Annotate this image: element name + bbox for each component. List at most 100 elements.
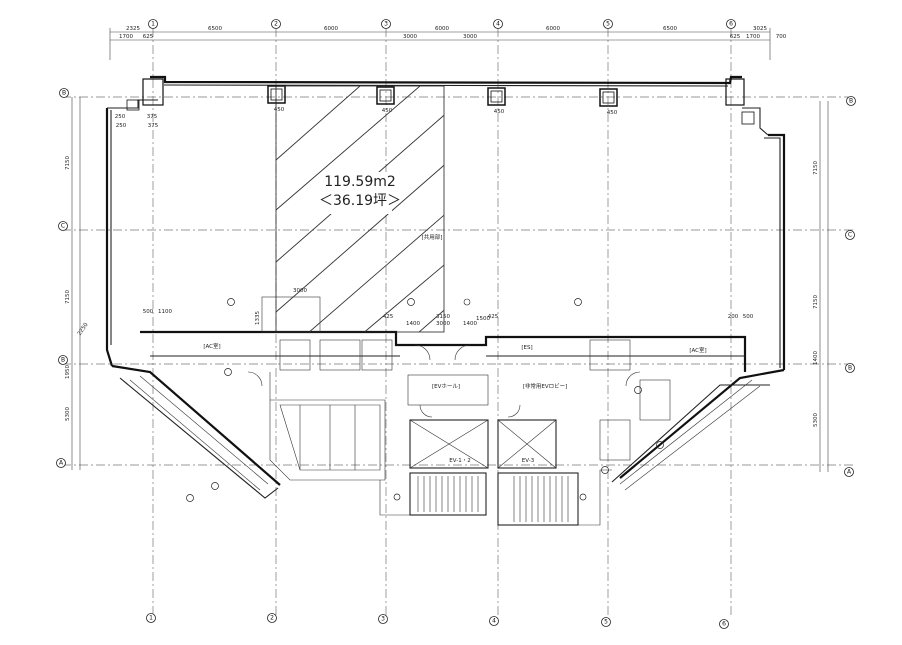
grid-bubble-5-bottom: 5 bbox=[601, 617, 611, 627]
room-label-ac-left: [AC室] bbox=[203, 342, 220, 350]
svg-text:1400: 1400 bbox=[463, 321, 477, 327]
grid-bubble-2-top: 2 bbox=[271, 19, 281, 29]
room-label-ev-lobby: [非常用EVロビー] bbox=[523, 382, 568, 390]
grid-bubble-6-bottom: 6 bbox=[719, 619, 729, 629]
svg-text:4: 4 bbox=[496, 21, 500, 28]
svg-text:375: 375 bbox=[147, 114, 158, 120]
grid-bubble-2-bottom: 2 bbox=[267, 613, 277, 623]
svg-text:5: 5 bbox=[606, 21, 610, 28]
svg-text:7150: 7150 bbox=[813, 295, 819, 309]
svg-text:200: 200 bbox=[728, 314, 739, 320]
right-dimension-texts: 7150 7150 1400 5300 bbox=[813, 161, 819, 427]
grid-bubble-c-left: C bbox=[58, 221, 68, 231]
grid-bubble-b-top-right: B bbox=[846, 96, 856, 106]
svg-text:2: 2 bbox=[270, 615, 274, 622]
svg-text:C: C bbox=[61, 223, 65, 230]
svg-text:7150: 7150 bbox=[65, 290, 71, 304]
svg-text:250: 250 bbox=[116, 123, 127, 129]
svg-text:3025: 3025 bbox=[753, 26, 767, 32]
svg-text:B: B bbox=[61, 357, 65, 364]
svg-text:6000: 6000 bbox=[324, 26, 338, 32]
outer-walls bbox=[105, 75, 786, 499]
room-labels: [AC室] [AC室] [ES] [EVホール] [非常用EVロビー] EV-1… bbox=[203, 233, 706, 464]
room-label-shared: [共用部] bbox=[422, 233, 443, 241]
fixture-symbols bbox=[186, 298, 664, 502]
svg-text:1: 1 bbox=[151, 21, 155, 28]
svg-text:500: 500 bbox=[143, 309, 154, 315]
grid-bubble-b-top-left: B bbox=[59, 88, 69, 98]
left-dimension-texts: 7150 7150 1950 5300 bbox=[65, 156, 71, 421]
svg-text:B: B bbox=[849, 98, 853, 105]
grid-bubble-3-top: 3 bbox=[381, 19, 391, 29]
svg-text:7150: 7150 bbox=[65, 156, 71, 170]
svg-text:2325: 2325 bbox=[126, 26, 140, 32]
svg-text:1500: 1500 bbox=[476, 316, 490, 322]
svg-text:625: 625 bbox=[730, 34, 741, 40]
svg-text:700: 700 bbox=[776, 34, 787, 40]
svg-text:1700: 1700 bbox=[119, 34, 133, 40]
svg-text:6500: 6500 bbox=[208, 26, 222, 32]
svg-text:6500: 6500 bbox=[663, 26, 677, 32]
grid-column-bubbles-bottom: 1 2 3 4 5 6 bbox=[146, 613, 729, 629]
svg-text:450: 450 bbox=[494, 109, 505, 115]
room-label-ev-12: EV-1・2 bbox=[449, 458, 470, 464]
svg-text:3: 3 bbox=[381, 616, 385, 623]
svg-text:1950: 1950 bbox=[65, 365, 71, 379]
svg-text:A: A bbox=[847, 469, 852, 476]
svg-text:625: 625 bbox=[143, 34, 154, 40]
grid-bubble-b-mid-right: B bbox=[845, 363, 855, 373]
grid-bubble-4-bottom: 4 bbox=[489, 616, 499, 626]
svg-text:2: 2 bbox=[274, 21, 278, 28]
svg-text:1700: 1700 bbox=[746, 34, 760, 40]
svg-text:A: A bbox=[59, 460, 64, 467]
svg-text:375: 375 bbox=[148, 123, 159, 129]
stair-treads-right bbox=[513, 476, 569, 522]
svg-text:6000: 6000 bbox=[435, 26, 449, 32]
svg-text:6: 6 bbox=[722, 621, 726, 628]
top-dimension-lines bbox=[109, 28, 771, 60]
svg-text:450: 450 bbox=[607, 110, 618, 116]
area-tsubo: ＜36.19坪＞ bbox=[319, 193, 401, 209]
svg-text:425: 425 bbox=[383, 314, 394, 320]
grid-bubble-5-top: 5 bbox=[603, 19, 613, 29]
hatched-rental-area bbox=[275, 85, 445, 333]
room-label-ev-hall: [EVホール] bbox=[432, 383, 460, 390]
room-label-ac-right: [AC室] bbox=[689, 346, 706, 354]
grid-bubble-1-bottom: 1 bbox=[146, 613, 156, 623]
svg-text:5: 5 bbox=[604, 619, 608, 626]
svg-text:1400: 1400 bbox=[406, 321, 420, 327]
grid-bubble-a-left: A bbox=[56, 458, 66, 468]
room-label-ev-3: EV-3 bbox=[522, 458, 535, 464]
svg-text:6: 6 bbox=[729, 21, 733, 28]
svg-text:450: 450 bbox=[274, 107, 285, 113]
grid-bubble-1-top: 1 bbox=[148, 19, 158, 29]
svg-text:5300: 5300 bbox=[813, 413, 819, 427]
grid-bubble-a-right: A bbox=[844, 467, 854, 477]
grid-row-bubbles-right: B C B A bbox=[844, 96, 856, 477]
svg-text:B: B bbox=[848, 365, 852, 372]
svg-text:C: C bbox=[848, 232, 852, 239]
svg-text:3000: 3000 bbox=[436, 321, 450, 327]
column-detail-dimensions: 450 450 450 450 250 375 250 375 3000 133… bbox=[77, 107, 754, 337]
svg-text:5300: 5300 bbox=[65, 407, 71, 421]
grid-column-bubbles-top: 1 2 3 4 5 6 bbox=[148, 19, 736, 29]
room-label-es: [ES] bbox=[521, 345, 532, 351]
grid-bubble-6-top: 6 bbox=[726, 19, 736, 29]
area-label: 119.59m2 ＜36.19坪＞ bbox=[319, 174, 401, 209]
svg-text:3150: 3150 bbox=[436, 314, 450, 320]
svg-text:1400: 1400 bbox=[813, 351, 819, 365]
svg-text:1: 1 bbox=[149, 615, 153, 622]
right-dimension-lines bbox=[819, 101, 829, 472]
top-dimension-texts: 2325 1700 625 6500 6000 3000 6000 3000 6… bbox=[119, 26, 787, 40]
left-dimension-lines bbox=[71, 97, 81, 470]
grid-bubble-b-mid-left: B bbox=[58, 355, 68, 365]
svg-text:1100: 1100 bbox=[158, 309, 172, 315]
stair-treads-left bbox=[417, 476, 479, 512]
area-sqm: 119.59m2 bbox=[324, 174, 396, 190]
svg-text:450: 450 bbox=[382, 108, 393, 114]
svg-text:3000: 3000 bbox=[403, 34, 417, 40]
svg-text:2250: 2250 bbox=[77, 322, 90, 337]
grid-bubble-4-top: 4 bbox=[493, 19, 503, 29]
svg-text:500: 500 bbox=[743, 314, 754, 320]
